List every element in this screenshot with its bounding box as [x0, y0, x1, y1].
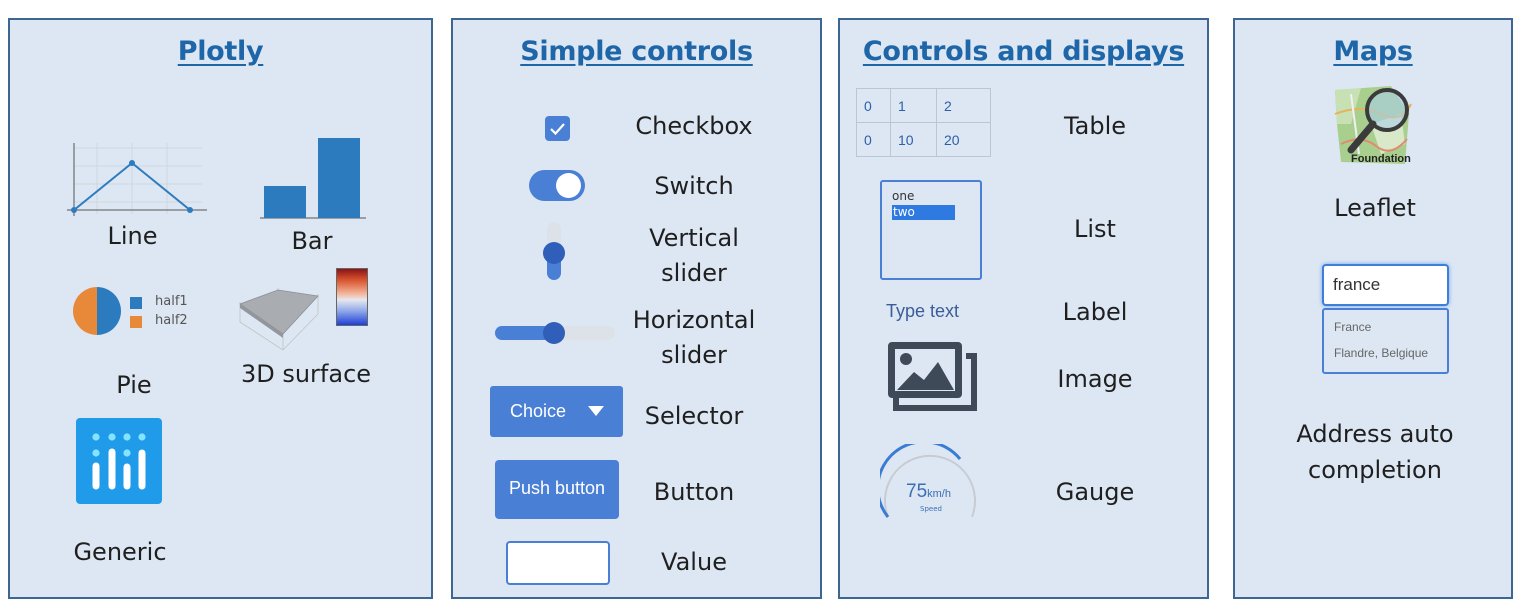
- push-button[interactable]: Push button: [495, 460, 619, 519]
- table-row: 0 10 20: [856, 122, 991, 157]
- label-bar: Bar: [291, 227, 333, 255]
- panel-controls-displays: Controls and displays 0 1 2 0 10 20 Tabl…: [838, 18, 1209, 599]
- checkbox[interactable]: [545, 116, 570, 141]
- panel-plotly: Plotly Line Bar half1 half2 Pie: [8, 18, 433, 599]
- list-item[interactable]: one: [892, 189, 915, 203]
- panel-title-plotly[interactable]: Plotly: [177, 36, 264, 67]
- label-3d-surface: 3D surface: [240, 360, 372, 388]
- colorscale-bar: [336, 268, 368, 326]
- pie-chart-icon: [73, 287, 121, 335]
- pie-legend-swatch-2: [130, 316, 142, 328]
- vertical-slider-thumb[interactable]: [543, 242, 565, 264]
- surface-3d-icon: [239, 288, 319, 351]
- label-list: List: [1074, 215, 1116, 243]
- panel-simple-controls: Simple controls Checkbox Switch Vertical…: [451, 18, 822, 599]
- label-vertical-slider-2: slider: [661, 259, 727, 287]
- switch-knob: [556, 173, 581, 198]
- list-item-selected[interactable]: two: [892, 205, 955, 220]
- selector-dropdown[interactable]: Choice: [490, 386, 623, 437]
- label-switch: Switch: [654, 172, 734, 200]
- gauge-dial: [880, 444, 976, 518]
- label-leaflet: Leaflet: [1334, 194, 1416, 222]
- suggestion-item[interactable]: Flandre, Belgique: [1334, 346, 1429, 360]
- line-chart-icon: [67, 143, 207, 216]
- horizontal-slider[interactable]: [495, 322, 615, 344]
- gauge-value: 75: [906, 481, 928, 502]
- label-vertical-slider-1: Vertical: [649, 224, 739, 252]
- label-checkbox: Checkbox: [635, 112, 753, 140]
- label-button: Button: [653, 478, 735, 506]
- data-table[interactable]: 0 1 2 0 10 20: [856, 88, 991, 157]
- label-value: Value: [661, 548, 727, 576]
- pie-legend-swatch-1: [130, 297, 142, 309]
- horizontal-slider-fill: [495, 326, 555, 340]
- osm-foundation-logo: Foundation: [1331, 84, 1421, 170]
- label-line: Line: [107, 222, 158, 250]
- table-cell: 0: [856, 88, 891, 123]
- label-table: Table: [1063, 112, 1127, 140]
- address-suggestions: France Flandre, Belgique: [1322, 308, 1449, 374]
- plotly-logo-icon: [76, 418, 162, 504]
- label-address-2: completion: [1308, 456, 1442, 484]
- label-pie: Pie: [116, 371, 152, 399]
- table-cell: 2: [936, 88, 991, 123]
- pie-legend-label-1: half1: [155, 294, 188, 309]
- label-label: Label: [1062, 298, 1128, 326]
- label-selector: Selector: [644, 402, 744, 430]
- label-generic: Generic: [73, 538, 167, 566]
- chevron-down-icon: [588, 406, 604, 416]
- label-gauge: Gauge: [1055, 478, 1135, 506]
- value-input[interactable]: [506, 541, 610, 585]
- panel-title-controls-displays[interactable]: Controls and displays: [862, 36, 1185, 67]
- label-horizontal-slider-1: Horizontal: [632, 306, 756, 334]
- label-horizontal-slider-2: slider: [661, 341, 727, 369]
- table-cell: 0: [856, 122, 891, 157]
- table-cell: 10: [890, 122, 937, 157]
- gauge-unit: km/h: [927, 488, 951, 500]
- push-button-text: Push button: [508, 478, 606, 498]
- panel-maps: Maps Foundation Leaflet france France Fl…: [1233, 18, 1513, 599]
- label-image: Image: [1057, 365, 1133, 393]
- pie-legend-label-2: half2: [155, 313, 188, 328]
- toggle-switch[interactable]: [529, 170, 585, 201]
- label-address-1: Address auto: [1296, 420, 1454, 448]
- image-icon: [888, 342, 977, 411]
- address-search-value: france: [1333, 275, 1381, 294]
- list-box[interactable]: one two: [880, 180, 982, 280]
- horizontal-slider-thumb[interactable]: [543, 322, 565, 344]
- gauge-caption: Speed: [920, 505, 942, 513]
- table-cell: 1: [890, 88, 937, 123]
- vertical-slider[interactable]: [543, 222, 565, 280]
- suggestion-item[interactable]: France: [1334, 320, 1372, 334]
- text-label-sample: Type text: [886, 301, 960, 321]
- gauge-arc: [880, 444, 962, 518]
- check-icon: [550, 123, 565, 136]
- panel-title-maps[interactable]: Maps: [1333, 36, 1413, 67]
- gauge-readout: 75km/h: [906, 481, 951, 503]
- bar-chart-icon: [260, 138, 366, 219]
- selector-value: Choice: [510, 401, 567, 421]
- logo-text: Foundation: [1351, 153, 1411, 165]
- panel-title-simple-controls[interactable]: Simple controls: [520, 36, 753, 67]
- table-row: 0 1 2: [856, 88, 991, 123]
- table-cell: 20: [936, 122, 991, 157]
- address-search-input[interactable]: france: [1322, 264, 1449, 306]
